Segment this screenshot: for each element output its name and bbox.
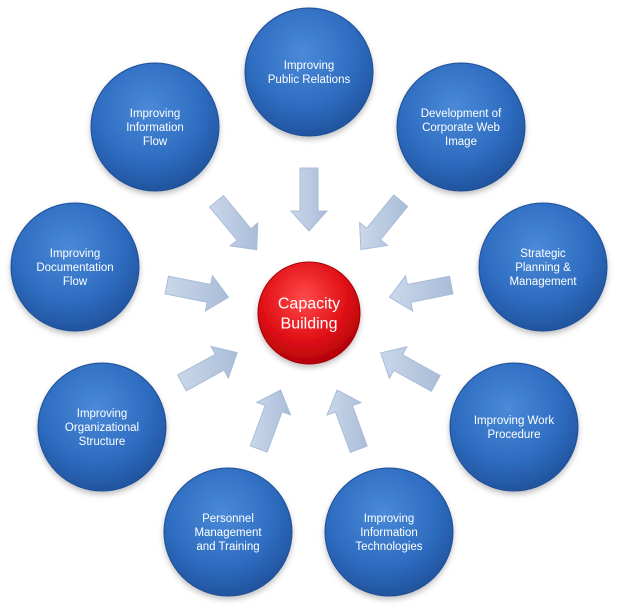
node-circle-information-technologies [324, 467, 454, 597]
node-corporate-web-image-label-line: Image [445, 136, 477, 148]
node-organizational-structure-label-line: Improving [77, 408, 128, 420]
arrow-strategic-planning [388, 274, 454, 313]
node-information-technologies-label-line: Improving [364, 513, 415, 525]
arrow-organizational-structure [176, 345, 238, 392]
arrow-information-technologies [326, 389, 368, 453]
node-circle-information-flow [90, 62, 220, 192]
node-information-flow-label-line: Improving [130, 108, 181, 120]
node-documentation-flow-label-line: Improving [50, 248, 101, 260]
arrow-information-flow [208, 194, 259, 251]
node-circle-documentation-flow [10, 202, 140, 332]
node-circle-work-procedure [449, 362, 579, 492]
node-circle-organizational-structure [37, 362, 167, 492]
node-personnel-management-label-line: Management [194, 527, 262, 539]
node-work-procedure-label-line: Improving Work [474, 415, 555, 427]
node-public-relations-label-line: Public Relations [268, 74, 351, 86]
node-information-technologies-label-line: Information [360, 527, 418, 539]
arrows-layer [164, 167, 454, 453]
center-label-line: Building [281, 316, 338, 333]
node-information-flow-label-line: Flow [143, 136, 168, 148]
node-corporate-web-image-label-line: Corporate Web [422, 122, 500, 134]
node-circle-strategic-planning [478, 202, 608, 332]
node-organizational-structure-label-line: Organizational [65, 422, 139, 434]
node-strategic-planning-label-line: Planning & [515, 262, 571, 274]
arrow-public-relations [289, 167, 329, 232]
node-organizational-structure-label-line: Structure [79, 436, 126, 448]
node-circle-personnel-management [163, 467, 293, 597]
arrow-corporate-web-image [359, 194, 409, 251]
node-circle-public-relations [244, 7, 374, 137]
node-documentation-flow-label-line: Documentation [36, 262, 113, 274]
node-information-flow-label-line: Information [126, 122, 184, 134]
arrow-personnel-management [249, 389, 292, 453]
node-personnel-management-label-line: and Training [196, 541, 259, 553]
arrow-documentation-flow [164, 274, 230, 313]
node-strategic-planning-label-line: Strategic [520, 248, 566, 260]
center-label-line: Capacity [278, 296, 340, 313]
node-public-relations-label-line: Improving [284, 60, 335, 72]
node-documentation-flow-label-line: Flow [63, 276, 88, 288]
node-circle-corporate-web-image [396, 62, 526, 192]
node-strategic-planning-label-line: Management [509, 276, 577, 288]
node-information-technologies-label-line: Technologies [355, 541, 422, 553]
node-work-procedure-label-line: Procedure [487, 429, 540, 441]
node-corporate-web-image-label-line: Development of [421, 108, 502, 120]
node-personnel-management-label-line: Personnel [202, 513, 254, 525]
center-circle [257, 261, 361, 365]
arrow-work-procedure [380, 346, 441, 392]
